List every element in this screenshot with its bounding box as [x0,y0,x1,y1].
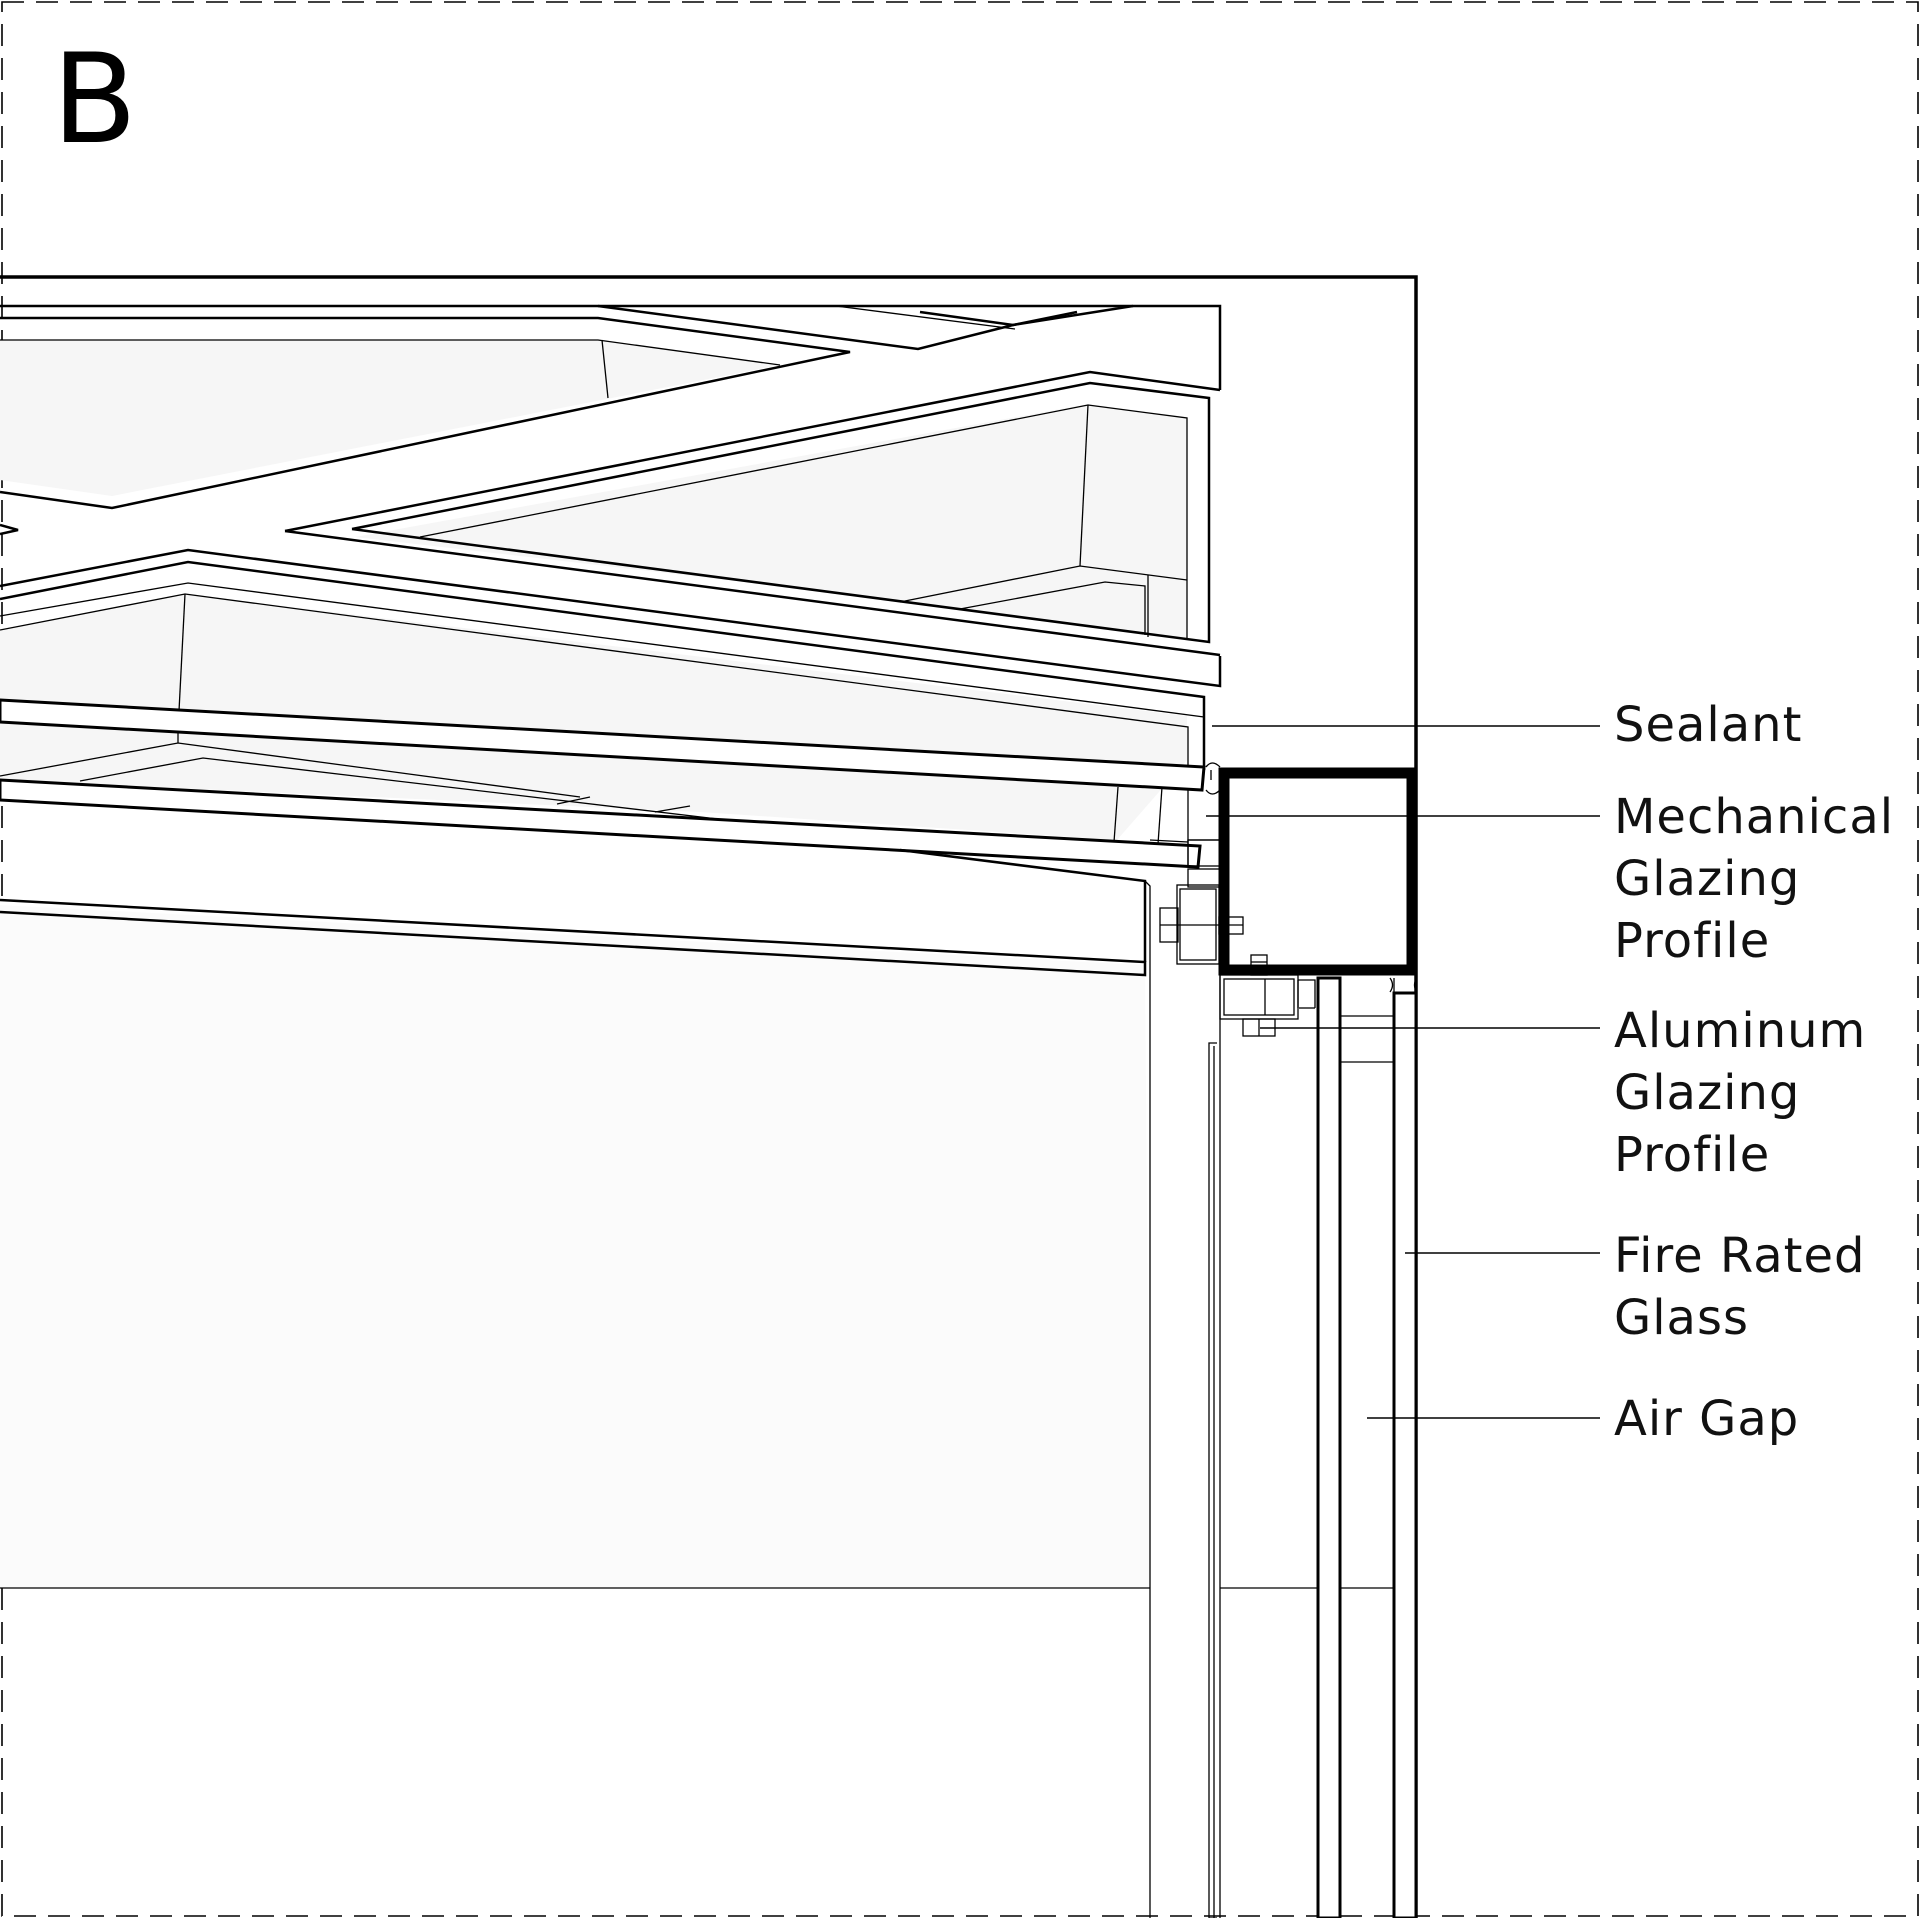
label-air-gap-line-1: Air Gap [1614,1391,1799,1447]
label-mechanical-line-1: Mechanical [1614,789,1894,845]
label-aluminum-line-2: Glazing [1614,1065,1800,1121]
label-mechanical-line-3: Profile [1614,913,1770,969]
label-fire-rated-glass: Fire Rated Glass [1614,1228,1882,1346]
fire-rated-glass-pane-left [1316,976,1342,1918]
mechanical-glazing-profile-box [1218,767,1418,976]
label-fire-rated-line-2: Glass [1614,1290,1749,1346]
label-sealant-line-1: Sealant [1614,697,1802,753]
label-aluminum-glazing-profile: Aluminum Glazing Profile [1614,1003,1883,1183]
label-fire-rated-line-1: Fire Rated [1614,1228,1865,1284]
drawing-geometry [0,275,1418,1918]
callout-labels: Sealant Mechanical Glazing Profile Alumi… [1614,697,1910,1447]
label-aluminum-line-3: Profile [1614,1127,1770,1183]
panel-letter: B [52,28,137,172]
label-air-gap: Air Gap [1614,1391,1799,1447]
fire-rated-glass-pane-right [1392,991,1418,1918]
label-sealant: Sealant [1614,697,1802,753]
leader-lines [1206,725,1600,1419]
label-aluminum-line-1: Aluminum [1614,1003,1866,1059]
label-mechanical-glazing-profile: Mechanical Glazing Profile [1614,789,1910,969]
label-mechanical-line-2: Glazing [1614,851,1800,907]
